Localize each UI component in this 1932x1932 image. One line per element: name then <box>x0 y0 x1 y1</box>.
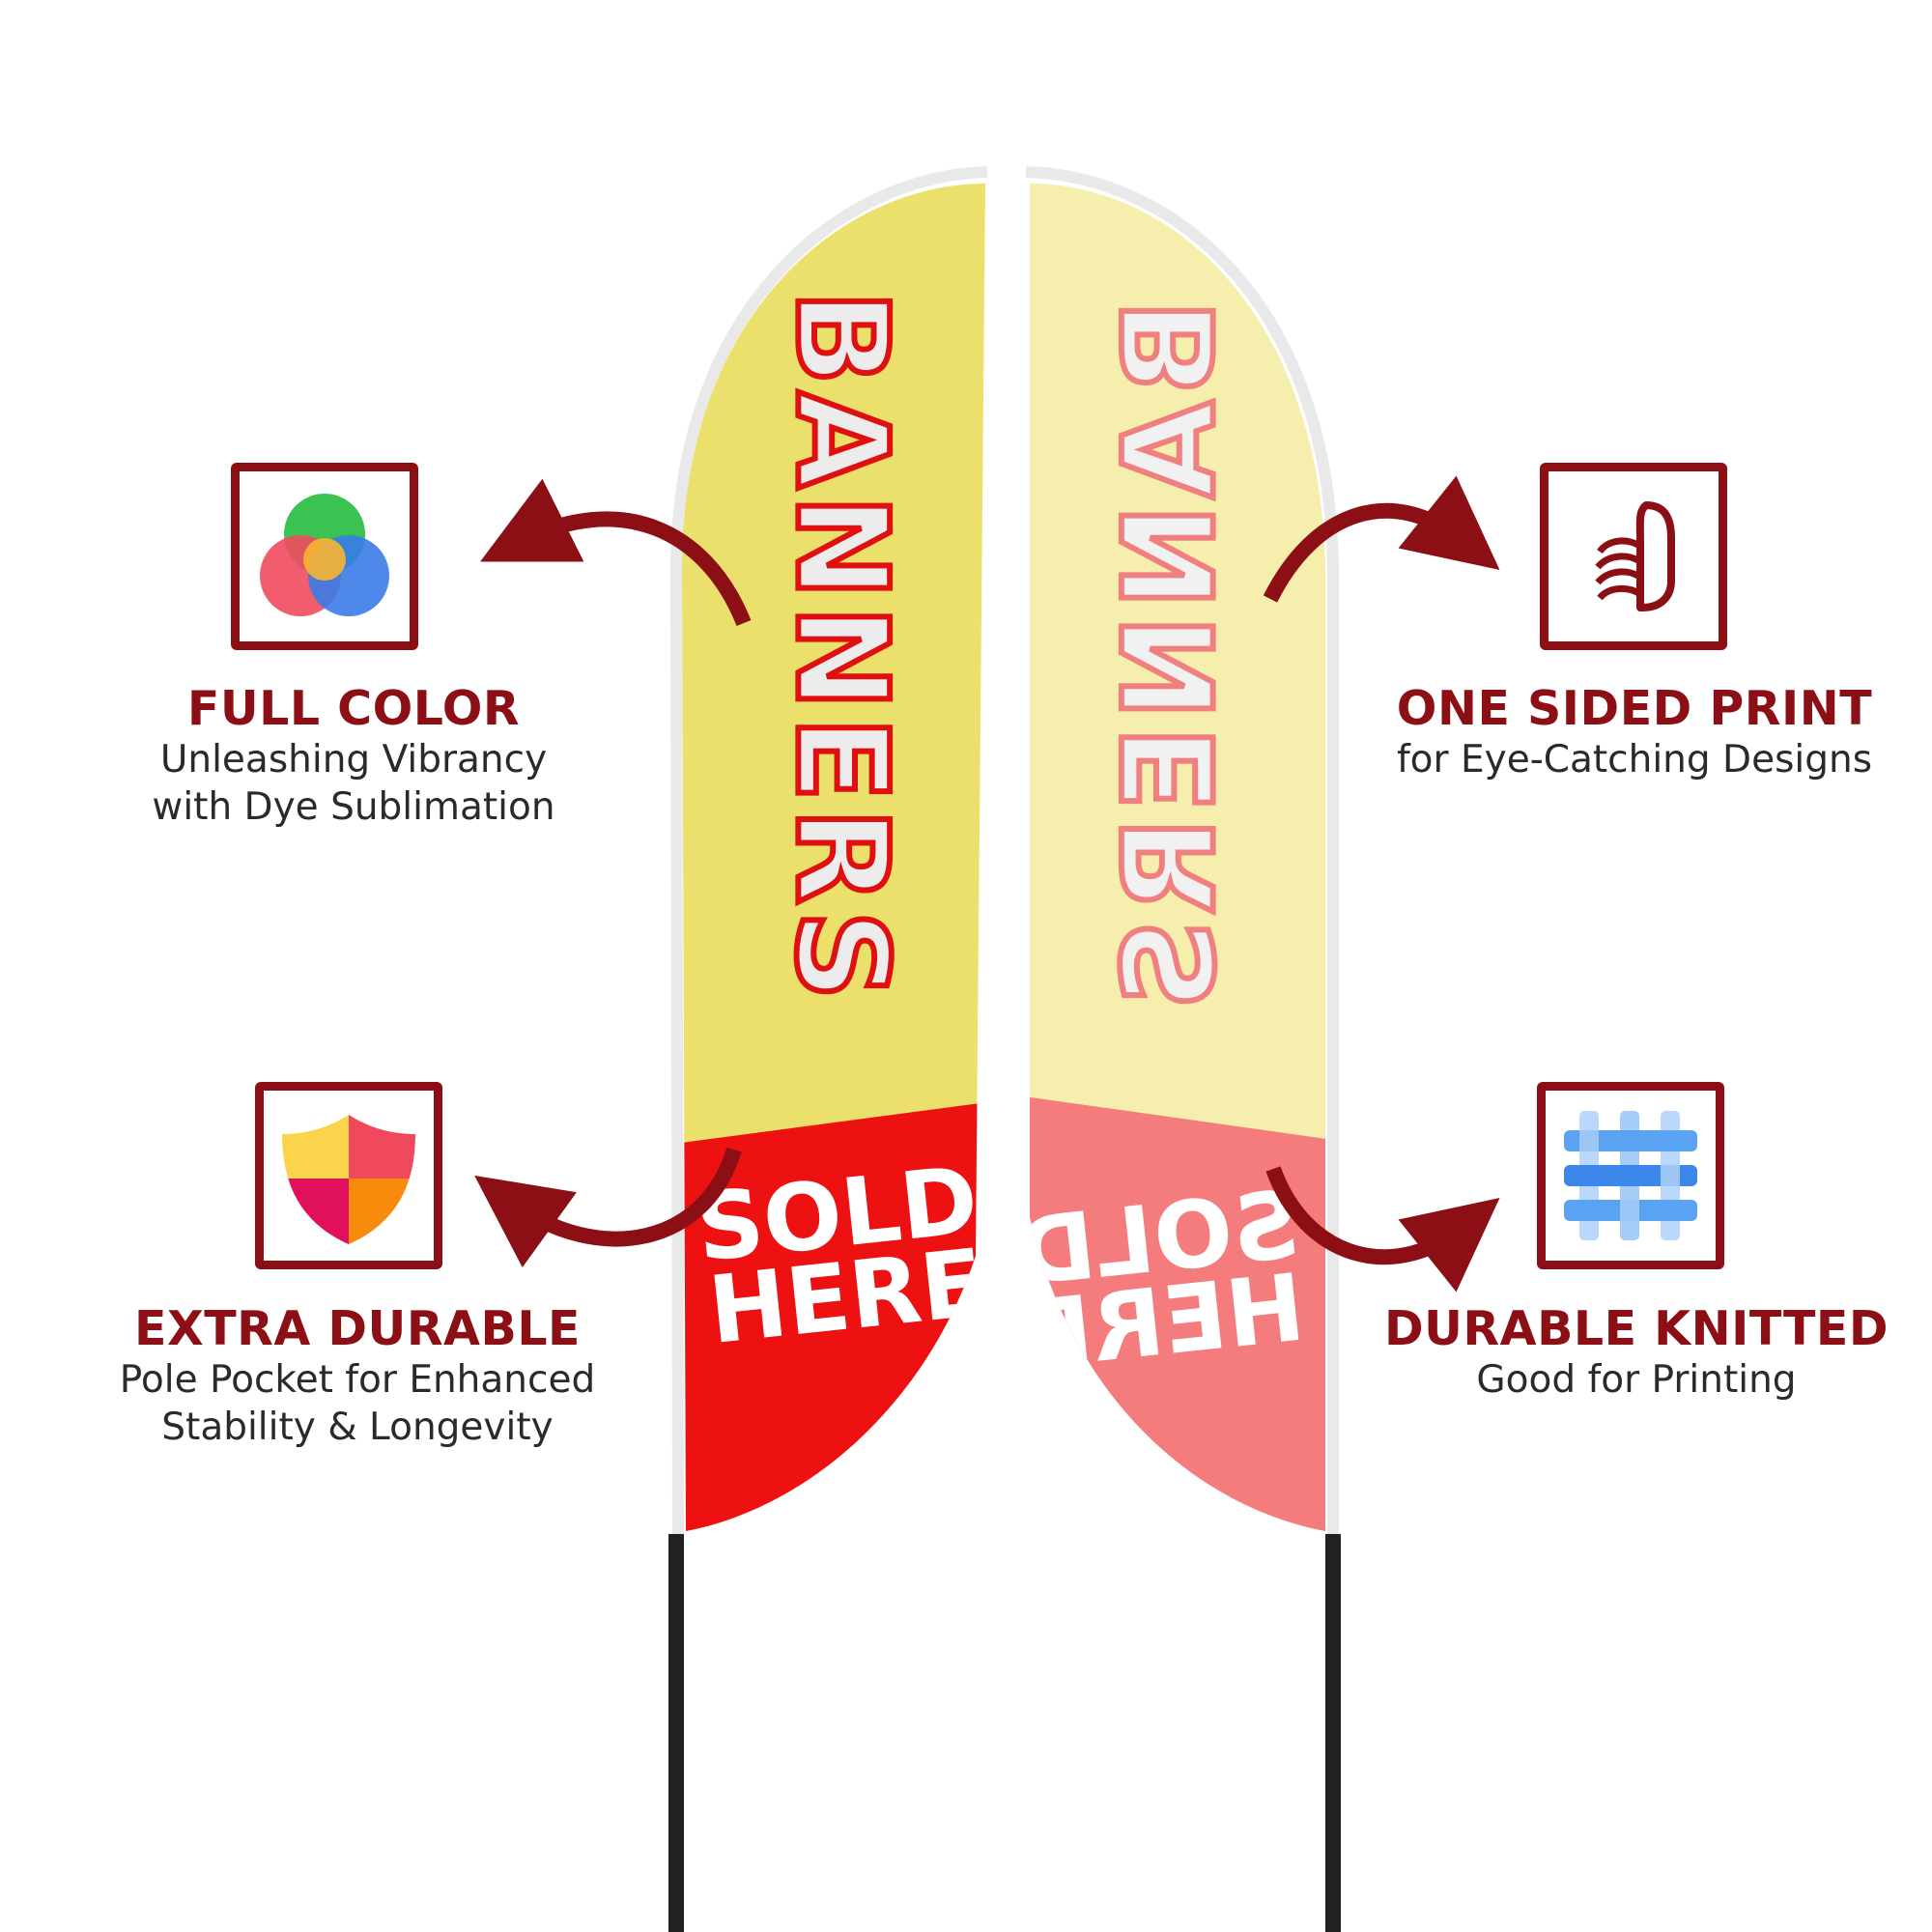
front-pole <box>668 1534 684 1932</box>
full-color-desc-line1: Unleashing Vibrancy <box>159 738 548 781</box>
arrow-full-color <box>480 478 752 626</box>
extra-durable-desc-line1: Pole Pocket for Enhanced <box>119 1358 596 1402</box>
arrow-extra-durable <box>474 1147 742 1268</box>
back-pole <box>1325 1534 1341 1932</box>
arrow-durable-knitted <box>1265 1166 1500 1293</box>
back-flag-main-text: BANNERS <box>1096 299 1243 1016</box>
one-sided-print-desc-line1: for Eye-Catching Designs <box>1396 738 1873 781</box>
knitted-fabric-icon <box>1564 1111 1697 1240</box>
color-wheel-icon <box>260 494 389 616</box>
one-sided-print-title: ONE SIDED PRINT <box>1396 681 1873 736</box>
front-flag-main-text: BANNERS <box>768 290 915 1007</box>
extra-durable-title: EXTRA DURABLE <box>133 1301 582 1356</box>
one-sided-print-icon <box>1595 501 1675 611</box>
extra-durable-text: EXTRA DURABLE Pole Pocket for Enhanced S… <box>77 1302 638 1451</box>
arrow-one-sided <box>1263 475 1500 603</box>
durable-knitted-text: DURABLE KNITTED Good for Printing <box>1366 1302 1907 1404</box>
full-color-icon-box <box>231 463 418 650</box>
durable-knitted-icon-box <box>1537 1082 1724 1269</box>
full-color-title: FULL COLOR <box>186 681 521 736</box>
one-sided-print-icon-box <box>1540 463 1727 650</box>
full-color-text: FULL COLOR Unleashing Vibrancy with Dye … <box>102 682 605 831</box>
front-flag: BANNERS SOLD HERE <box>668 166 988 1932</box>
extra-durable-icon-box <box>255 1082 442 1269</box>
full-color-desc-line2: with Dye Sublimation <box>152 785 555 829</box>
durable-knitted-desc-line1: Good for Printing <box>1476 1358 1797 1402</box>
back-flag: BANNERS SOLD HERE <box>1025 166 1341 1932</box>
back-flag-frame <box>1025 166 1340 1536</box>
one-sided-print-text: ONE SIDED PRINT for Eye-Catching Designs <box>1364 682 1905 783</box>
shield-icon <box>282 1115 415 1244</box>
front-flag-frame <box>669 166 988 1537</box>
durable-knitted-title: DURABLE KNITTED <box>1383 1301 1889 1356</box>
extra-durable-desc-line2: Stability & Longevity <box>161 1406 554 1449</box>
